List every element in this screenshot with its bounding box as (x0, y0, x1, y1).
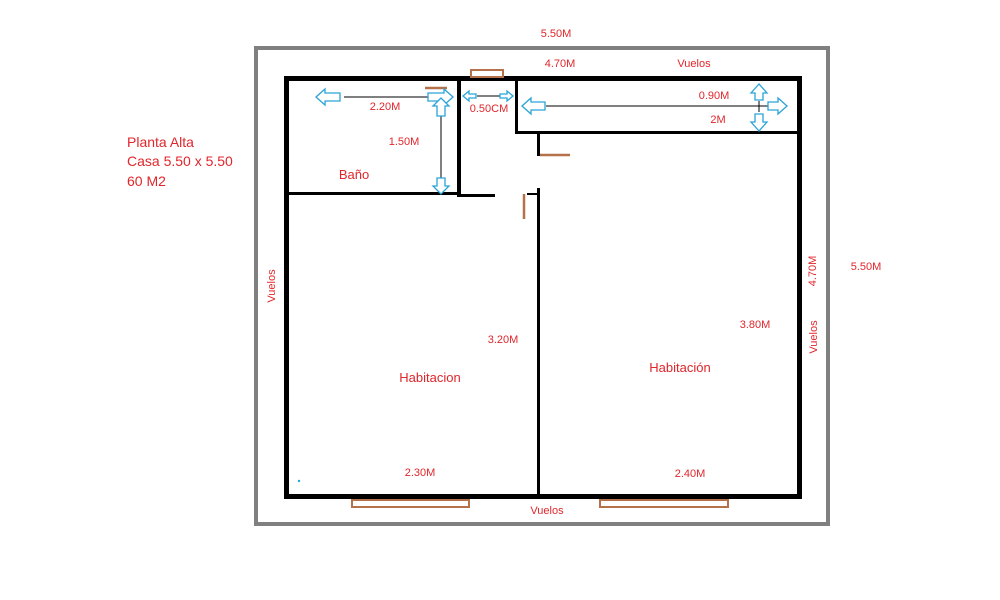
arrow-right-icon (767, 96, 788, 116)
wall-closet-left (515, 81, 518, 134)
dim-bath-depth: 1.50M (389, 136, 420, 148)
dim-bath-width: 2.20M (370, 101, 401, 113)
wall-left (284, 76, 289, 499)
arrow-up-icon (749, 83, 769, 101)
wall-bath-right (457, 81, 461, 197)
wall-divider-stub (527, 193, 537, 195)
dim-closet-depth: 0.90M (699, 90, 730, 102)
marker-dot (297, 479, 301, 483)
dim-outer-right: 5.50M (851, 261, 882, 273)
wall-bath-bottom (289, 192, 457, 195)
arrow-down-icon (431, 177, 451, 195)
arrow-left-icon (315, 87, 341, 107)
eave-left-label: Vuelos (266, 269, 278, 303)
dim-right-inner: 4.70M (807, 256, 819, 287)
room-left-label: Habitacion (399, 370, 460, 385)
dim-left-room-width: 2.30M (405, 467, 436, 479)
dim-outer-top: 5.50M (541, 28, 572, 40)
wall-top (284, 76, 802, 81)
window-top (470, 69, 504, 78)
dim-right-room-depth: 3.80M (740, 319, 771, 331)
dim-left-room-depth: 3.20M (488, 334, 519, 346)
house-size: Casa 5.50 x 5.50 (127, 153, 233, 169)
window-bottom-right (599, 499, 729, 508)
room-bath-label: Baño (339, 167, 369, 182)
arrow-down-icon (749, 113, 769, 132)
house-area: 60 M2 (127, 173, 166, 189)
wall-right (797, 76, 802, 499)
dim-right-room-width: 2.40M (675, 468, 706, 480)
room-right-label: Habitación (649, 360, 710, 375)
dim-closet-width: 2M (710, 114, 725, 126)
dim-hall: 0.50CM (470, 103, 509, 115)
arrow-up-icon (431, 97, 451, 117)
wall-divider (537, 188, 540, 494)
arrow-right-icon (499, 89, 515, 103)
wall-closet-bottom (515, 131, 797, 134)
plan-title: Planta Alta (127, 134, 194, 150)
window-bottom-left (351, 499, 470, 508)
arrow-left-icon (521, 96, 546, 116)
dim-top-inner: 4.70M (545, 58, 576, 70)
eave-right-label: Vuelos (808, 320, 820, 354)
wall-bottom (284, 494, 802, 499)
eave-outline (254, 46, 830, 526)
wall-door-jamb (537, 134, 540, 156)
eave-top-label: Vuelos (677, 58, 711, 70)
arrow-left-icon (461, 89, 477, 103)
eave-bottom-label: Vuelos (530, 505, 564, 517)
wall-hall-stub (457, 194, 495, 197)
